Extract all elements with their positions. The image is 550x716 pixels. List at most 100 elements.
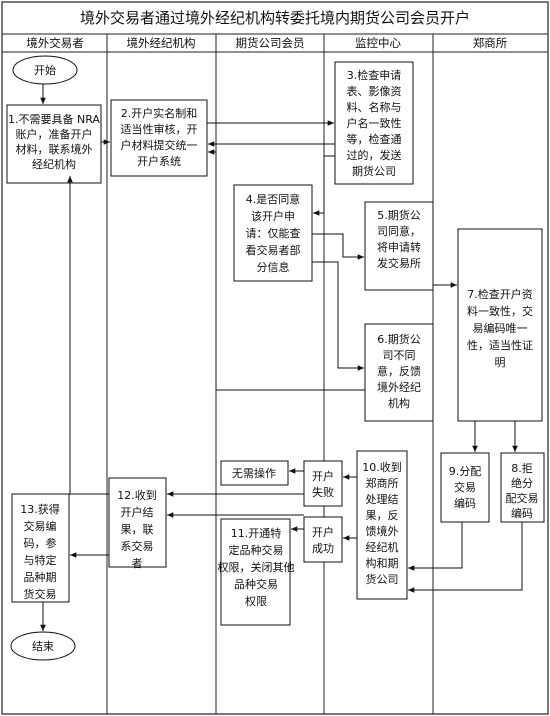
success-line: 成功	[312, 542, 334, 555]
n3-line: 3.检查申请	[347, 68, 402, 82]
n11-line: 权限	[245, 595, 267, 608]
step-2-box	[110, 99, 208, 177]
n8-line: 编码	[511, 506, 533, 520]
arrow-4-to-5	[312, 233, 364, 260]
step-12-box	[108, 477, 167, 568]
open-success-box	[303, 516, 343, 563]
n10-line: 馈境外	[366, 524, 399, 538]
n7-line: 性，适当性证	[467, 338, 533, 352]
n11-line: 11.开通特	[231, 526, 282, 540]
n8-line: 绝分	[511, 476, 533, 490]
success-line: 开户	[312, 525, 334, 539]
n2-line: 户材料提交统一	[121, 138, 198, 152]
n2-line: 适当性审核，开	[121, 122, 198, 136]
n4-line: 分信息	[257, 260, 290, 274]
n10-line: 果，反	[366, 509, 399, 522]
arrow-9-to-10	[408, 522, 463, 571]
n10-line: 货公司	[366, 572, 399, 586]
step-7-box	[457, 228, 543, 422]
arrow-6-to-2	[208, 149, 365, 391]
n11-line: 权限，关闭其他	[218, 560, 295, 574]
fail-line: 开户	[312, 469, 334, 483]
n3-line: 表、影像资	[347, 84, 402, 98]
step-11-box	[220, 518, 291, 626]
arrow-4-to-6	[312, 261, 364, 371]
step-8-box	[500, 452, 545, 523]
n1-line: 经纪机构	[32, 157, 76, 171]
n12-line: 系交易	[121, 539, 154, 553]
n5-line: 5.期货公	[377, 208, 421, 222]
n10-line: 10.收到	[362, 460, 402, 474]
n10-line: 经纪机	[366, 540, 399, 554]
n6-line: 司不同	[383, 349, 416, 362]
n13-line: 码，参	[24, 536, 57, 550]
n1-line: 1.不需要具备 NRA	[8, 112, 100, 126]
n6-line: 意，反馈	[377, 364, 421, 378]
no-action-text: 无需操作	[232, 466, 276, 480]
n12-line: 果，联	[121, 523, 154, 536]
n12-line: 者	[132, 557, 143, 570]
n4-line: 看交易者部	[246, 243, 301, 257]
step-13-box	[11, 493, 70, 603]
n2-line: 2.开户实名制和	[121, 106, 198, 120]
diagram-title: 境外交易者通过境外经纪机构转委托境内期货公司会员开户	[80, 9, 470, 27]
n4-line: 请：仅能查	[246, 226, 301, 240]
start-node	[12, 55, 78, 85]
n7-line: 7.检查开户资	[467, 287, 533, 301]
arrow-8-to-10	[408, 522, 523, 593]
n13-line: 交易编	[24, 519, 57, 533]
n2-line: 开户系统	[137, 154, 181, 168]
lane-header-futures-member: 期货公司会员	[236, 36, 305, 50]
n3-line: 过的，发送	[347, 148, 402, 162]
n9-line: 9.分配	[449, 465, 482, 478]
n10-line: 构和期	[366, 556, 399, 570]
n11-line: 定品种交易	[229, 543, 284, 557]
step-4-box	[233, 184, 313, 282]
n6-line: 境外经纪	[377, 380, 421, 394]
n6-line: 机构	[388, 396, 410, 410]
n3-line: 等，检查通	[347, 132, 402, 146]
n5-line: 将申请转	[377, 240, 421, 254]
n8-line: 8.拒	[511, 462, 533, 475]
fail-line: 失败	[312, 485, 334, 499]
arrow-3-to-4	[313, 155, 335, 216]
n8-line: 配交易	[506, 491, 539, 505]
n6-line: 6.期货公	[377, 332, 421, 346]
n5-line: 发交易所	[377, 256, 421, 270]
step-3-box	[334, 61, 414, 185]
start-label: 开始	[34, 63, 56, 77]
lane-header-zce: 郑商所	[473, 36, 508, 50]
arrow-12-to-1	[67, 176, 109, 495]
n13-line: 品种期	[24, 570, 57, 584]
n7-line: 料一致性，交	[467, 304, 533, 318]
lane-header-overseas-broker: 境外经纪机构	[127, 36, 196, 50]
n12-line: 开户结	[121, 505, 154, 519]
n12-line: 12.收到	[117, 488, 157, 502]
n9-line: 编码	[454, 496, 476, 510]
lane-header-overseas-trader: 境外交易者	[26, 36, 84, 50]
step-6-box	[364, 323, 434, 422]
n3-line: 户名一致性	[347, 116, 402, 130]
n3-line: 期货公司	[352, 164, 396, 178]
n3-line: 料、名称与	[347, 100, 402, 114]
lane-header-monitoring-center: 监控中心	[355, 36, 401, 50]
n1-line: 账户，准备开户	[16, 127, 93, 141]
n7-line: 易编码唯一	[473, 321, 528, 335]
step-5-box	[364, 201, 434, 291]
end-node	[10, 631, 76, 661]
n4-line: 该开户申	[251, 209, 295, 223]
step-9-box	[440, 452, 490, 523]
